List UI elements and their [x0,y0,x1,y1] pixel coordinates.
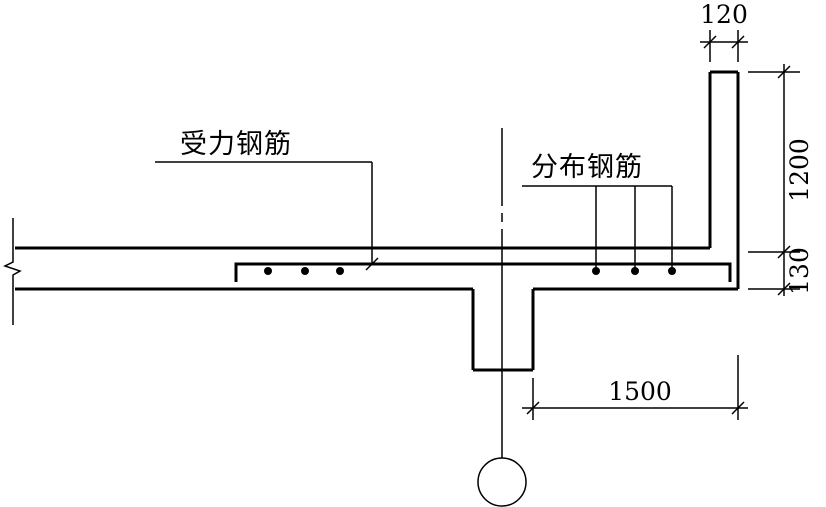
rebar-dot [336,267,344,275]
concrete-outline [15,70,740,372]
dimension-wall-thickness-text: 120 [700,0,748,29]
dimension-slab-thickness-text: 130 [785,247,814,295]
rebar-dot [631,267,639,275]
main-rebar-label: 受力钢筋 [180,129,292,160]
dimension-vertical [748,64,800,296]
dimension-cantilever-length-text: 1500 [608,377,672,406]
dimension-wall-height-text: 1200 [785,138,814,202]
main-rebar [234,262,732,282]
distribution-rebar-leader [522,185,673,268]
distribution-rebar-label: 分布钢筋 [531,152,643,183]
rebar-dot [668,267,676,275]
center-axis-line [477,128,527,507]
dimension-cantilever-length [522,355,748,420]
dimension-wall-thickness [700,30,748,62]
rebar-dot [301,267,309,275]
break-line-symbol [3,218,22,325]
rebar-dot [264,267,272,275]
rebar-dot [592,267,600,275]
distribution-rebar-dots [264,267,676,275]
axis-bubble [477,457,527,507]
main-rebar-leader [155,161,379,271]
